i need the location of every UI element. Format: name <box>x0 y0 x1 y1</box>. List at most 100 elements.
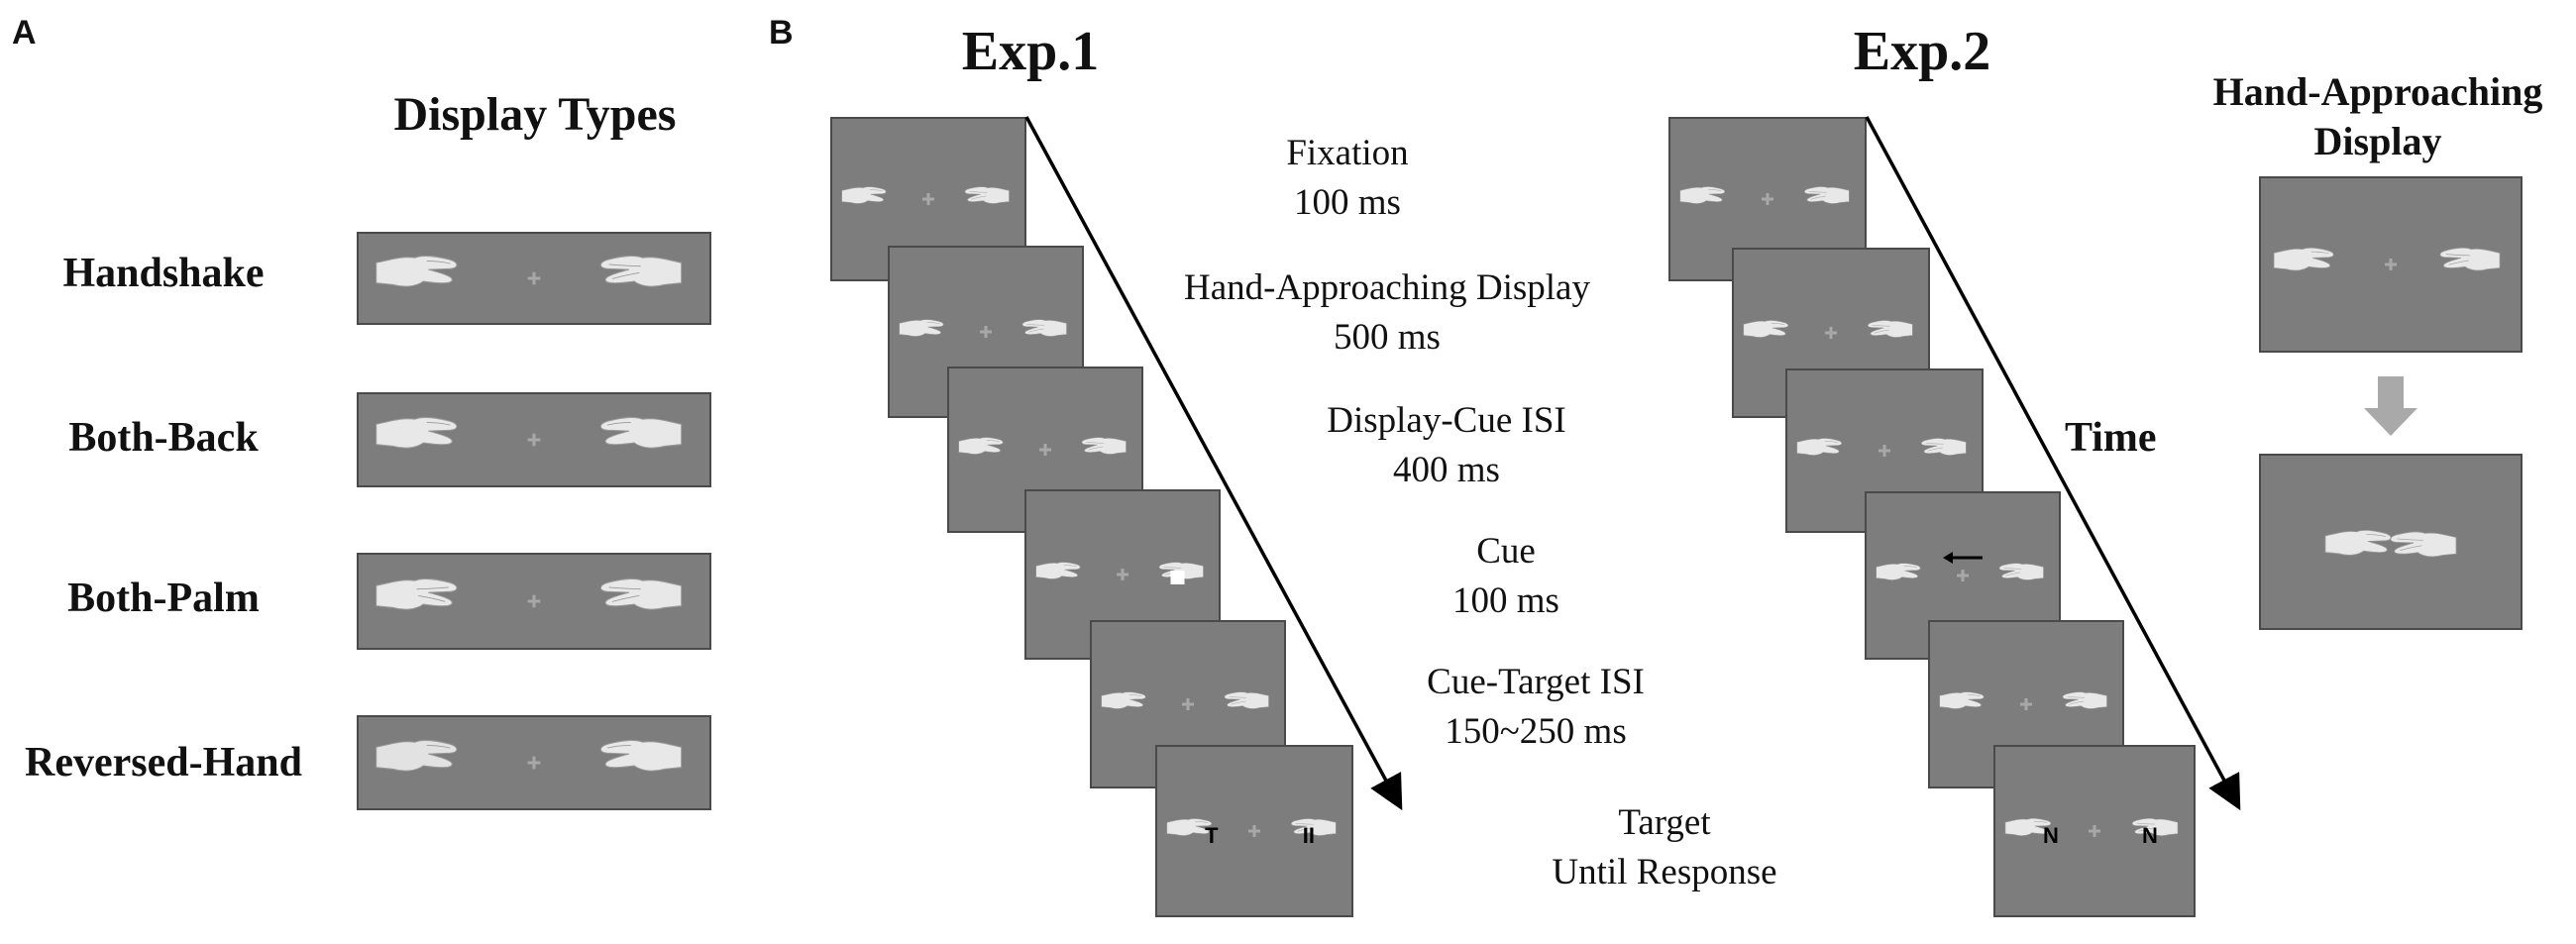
fixation-icon <box>1039 444 1051 456</box>
left-hand-icon <box>376 416 458 449</box>
step-cue-target-isi-name: Cue-Target ISI <box>1427 662 1645 702</box>
hand-approaching-after <box>2259 454 2522 630</box>
step-cue-name: Cue <box>1476 531 1536 572</box>
left-hand-icon <box>1035 562 1081 579</box>
target-letter-left: N <box>2043 823 2059 848</box>
right-hand-icon <box>599 416 683 449</box>
right-hand-icon <box>599 255 683 287</box>
stimulus-drawing <box>376 416 683 449</box>
left-hand-icon <box>2273 247 2334 271</box>
target-letter-left: T <box>1205 823 1219 848</box>
left-hand-icon <box>376 255 458 287</box>
fixation-icon <box>1117 569 1128 580</box>
left-hand-icon <box>376 739 458 772</box>
right-hand-icon <box>599 739 683 772</box>
step-cue-target-isi: Cue-Target ISI 150~250 ms <box>1367 658 1704 757</box>
left-hand-icon <box>1679 186 1726 204</box>
fixation-icon <box>922 193 934 205</box>
left-hand-icon <box>376 577 458 610</box>
exp1-frame-target: T II <box>1155 745 1353 917</box>
right-hand-icon <box>1021 319 1067 337</box>
hand-approaching-heading-line1: Hand-Approaching <box>2212 69 2543 114</box>
left-hand-icon <box>1101 691 1146 709</box>
fixation-icon <box>2020 698 2032 710</box>
step-target: Target Until Response <box>1486 798 1843 897</box>
stimulus-drawing <box>376 577 683 610</box>
row-label-both-back: Both-Back <box>68 415 259 461</box>
step-fixation-name: Fixation <box>1286 133 1409 173</box>
fixation-icon <box>1248 825 1260 837</box>
right-hand-icon <box>1224 691 1269 709</box>
step-hand-display-duration: 500 ms <box>1334 317 1441 358</box>
left-hand-icon <box>958 437 1004 455</box>
left-hand-icon <box>899 319 944 337</box>
step-hand-display: Hand-Approaching Display 500 ms <box>1120 263 1655 363</box>
stimulus-drawing: T II <box>1166 818 1337 848</box>
stim-handshake <box>357 232 711 325</box>
step-display-cue-isi-duration: 400 ms <box>1393 450 1500 490</box>
down-arrow-icon <box>2364 376 2417 436</box>
step-cue-duration: 100 ms <box>1452 580 1559 621</box>
stim-both-back <box>357 392 711 487</box>
stimulus-drawing <box>376 739 683 772</box>
step-target-name: Target <box>1618 802 1711 843</box>
step-target-duration: Until Response <box>1552 852 1777 892</box>
exp2-title: Exp.2 <box>1853 21 1991 82</box>
step-fixation: Fixation 100 ms <box>1149 129 1546 228</box>
fixation-icon <box>2385 259 2397 270</box>
exp1-title: Exp.1 <box>961 21 1100 82</box>
fixation-icon <box>980 326 992 338</box>
left-hand-icon <box>2004 817 2052 836</box>
time-label: Time <box>2065 415 2157 461</box>
row-label-reversed-hand: Reversed-Hand <box>25 740 302 786</box>
fixation-icon <box>2089 825 2100 837</box>
hand-approaching-heading: Hand-Approaching Display <box>2180 67 2576 166</box>
left-hand-icon <box>841 186 887 204</box>
left-hand-icon <box>1939 691 1985 709</box>
step-display-cue-isi: Display-Cue ISI 400 ms <box>1258 396 1635 495</box>
fixation-icon <box>1182 698 1194 710</box>
right-hand-icon <box>2390 531 2457 558</box>
left-hand-icon <box>2324 529 2392 556</box>
panel-a-letter: A <box>12 14 37 52</box>
right-hand-icon <box>2062 691 2107 709</box>
hand-approaching-heading-line2: Display <box>2313 119 2442 163</box>
row-label-both-palm: Both-Palm <box>67 576 260 621</box>
stimulus-drawing <box>1679 186 1850 205</box>
left-hand-icon <box>1796 438 1843 456</box>
right-hand-icon <box>1921 438 1967 456</box>
display-types-heading: Display Types <box>393 88 677 141</box>
hand-approaching-before <box>2259 176 2522 353</box>
step-cue-target-isi-duration: 150~250 ms <box>1445 711 1627 752</box>
right-hand-icon <box>1804 186 1850 204</box>
stimulus-drawing <box>2324 529 2457 558</box>
stimulus-drawing <box>376 255 683 287</box>
right-hand-icon <box>1868 320 1913 338</box>
step-cue: Cue 100 ms <box>1347 527 1664 626</box>
arrow-cue-icon <box>1943 552 1983 564</box>
right-hand-icon <box>1081 437 1127 455</box>
panel-b-letter: B <box>769 14 794 52</box>
stim-reversed-hand <box>357 715 711 810</box>
step-display-cue-isi-name: Display-Cue ISI <box>1327 400 1566 441</box>
stimulus-drawing <box>841 186 1010 205</box>
fixation-icon <box>527 756 541 770</box>
fixation-icon <box>1825 327 1837 339</box>
right-hand-icon <box>599 577 683 610</box>
left-hand-icon <box>1166 818 1213 836</box>
right-hand-icon <box>1291 818 1337 836</box>
fixation-icon <box>527 271 541 285</box>
target-letter-right: II <box>1303 823 1315 848</box>
right-hand-icon <box>1998 563 2044 580</box>
right-hand-icon <box>964 186 1010 204</box>
fixation-icon <box>1957 570 1969 581</box>
step-hand-display-name: Hand-Approaching Display <box>1184 267 1590 308</box>
right-hand-icon <box>2439 247 2501 271</box>
stimulus-drawing <box>2273 247 2501 271</box>
fixation-icon <box>527 594 541 608</box>
square-cue-icon <box>1170 571 1185 584</box>
target-letter-right: N <box>2142 823 2158 848</box>
